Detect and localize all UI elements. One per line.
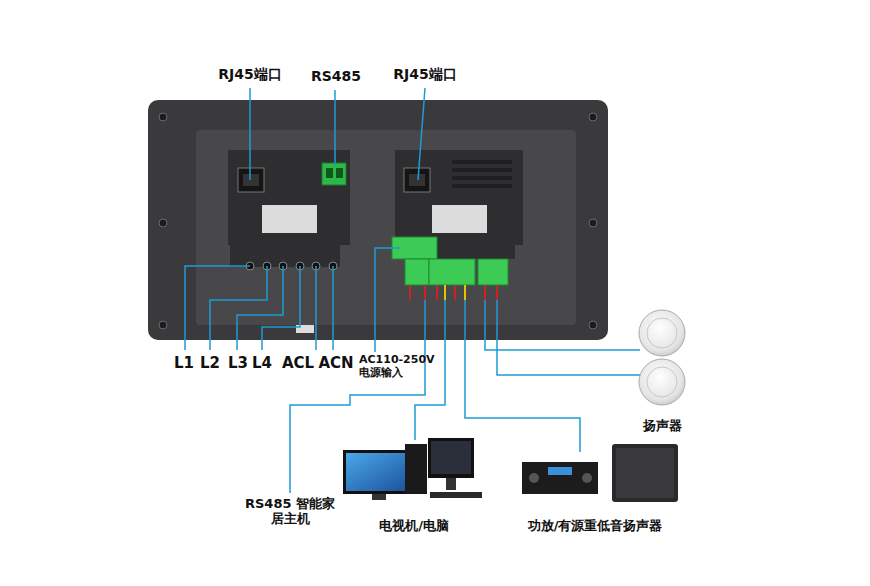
panel-back <box>148 100 608 340</box>
device-label: AC110-250V 电源输入 <box>359 354 435 379</box>
terminal-label: L1 <box>169 355 199 372</box>
terminal-label: ACN <box>316 355 356 372</box>
device-caption: 电视机/电脑 <box>338 518 490 534</box>
speaker-group: 扬声器 <box>628 306 696 434</box>
device-caption: 功放/有源重低音扬声器 <box>500 518 690 534</box>
amplifier-group: 功放/有源重低音扬声器 <box>500 438 690 534</box>
terminal-label: L3 <box>223 355 253 372</box>
port-label: RJ45端口 <box>205 66 295 82</box>
device-label: RS485 智能家居主机 <box>240 497 340 527</box>
terminal-label: L2 <box>195 355 225 372</box>
amplifier-drawing <box>522 444 678 502</box>
terminal-label: ACL <box>278 355 318 372</box>
tv-pc-drawing <box>343 438 482 500</box>
speaker-drawing <box>639 310 685 405</box>
device-caption: 扬声器 <box>628 418 696 434</box>
tv-pc-group: 电视机/电脑 <box>338 432 490 534</box>
port-label: RS485 <box>301 68 371 84</box>
terminal-label: L4 <box>247 355 277 372</box>
leader-lines <box>185 88 640 493</box>
port-label: RJ45端口 <box>380 66 470 82</box>
